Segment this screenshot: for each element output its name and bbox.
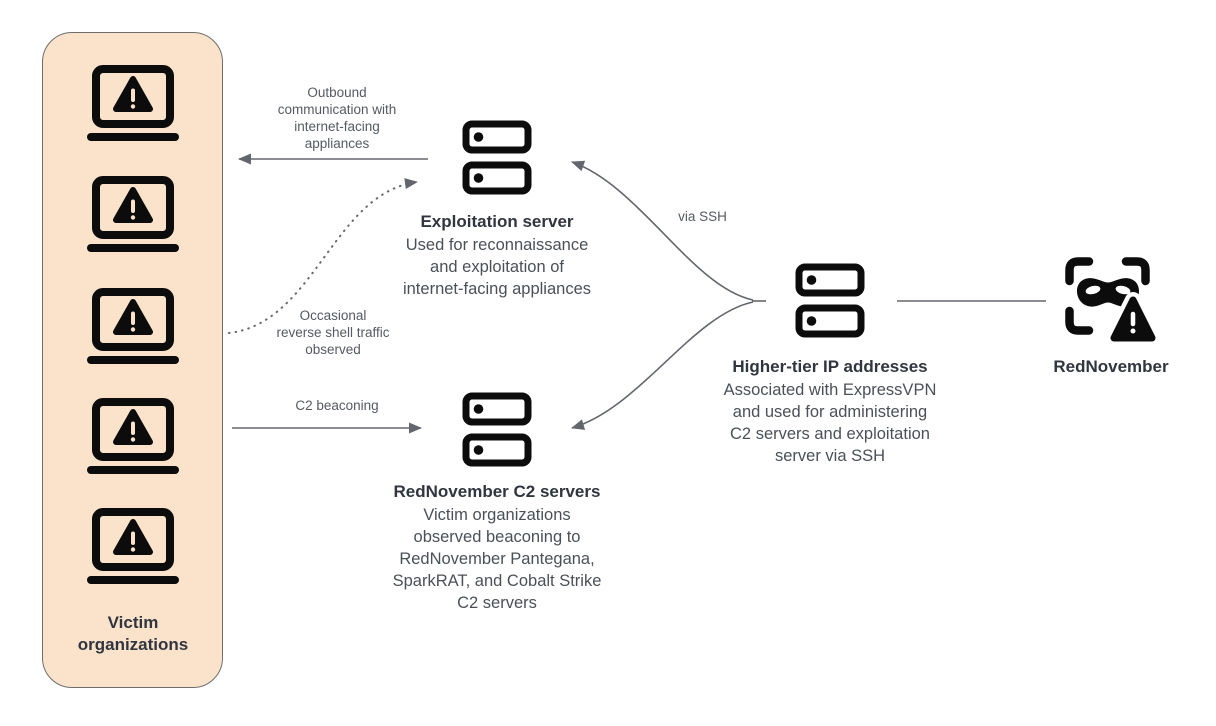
higher-tier-ips-text: Higher-tier IP addresses Associated with… [695, 356, 965, 467]
rednovember-title: RedNovember [1053, 357, 1169, 376]
rednovember-text: RedNovember [1041, 356, 1181, 378]
victim-laptop-warning-icon [86, 64, 180, 142]
higher-tier-ips-icon [795, 263, 865, 338]
exploitation-server-text: Exploitation server Used for reconnaissa… [362, 211, 632, 300]
c2-servers-description: Victim organizations observed beaconing … [392, 506, 602, 612]
c2-servers-icon [462, 392, 532, 467]
victim-organizations-label: Victim organizations [77, 613, 189, 654]
exploitation-server-icon [462, 120, 532, 195]
exploitation-server-title: Exploitation server [420, 212, 574, 231]
outbound-communication-label: Outbound communication with internet-fac… [277, 85, 397, 151]
reverse-shell-label: Occasional reverse shell traffic observe… [276, 308, 390, 357]
via-ssh-label: via SSH [678, 209, 727, 224]
c2-beaconing-label: C2 beaconing [295, 398, 379, 413]
higher-tier-ips-description: Associated with ExpressVPN and used for … [723, 381, 937, 465]
c2-servers-text: RedNovember C2 servers Victim organizati… [357, 481, 637, 614]
exploitation-server-description: Used for reconnaissance and exploitation… [402, 236, 592, 298]
victim-laptop-warning-icon [86, 175, 180, 253]
victim-laptop-warning-icon [86, 397, 180, 475]
higher-tier-ips-title: Higher-tier IP addresses [732, 357, 928, 376]
masked-threat-actor-icon [1064, 256, 1160, 346]
victim-laptop-warning-icon [86, 287, 180, 365]
c2-servers-title: RedNovember C2 servers [393, 482, 601, 501]
victim-laptop-warning-icon [86, 507, 180, 585]
